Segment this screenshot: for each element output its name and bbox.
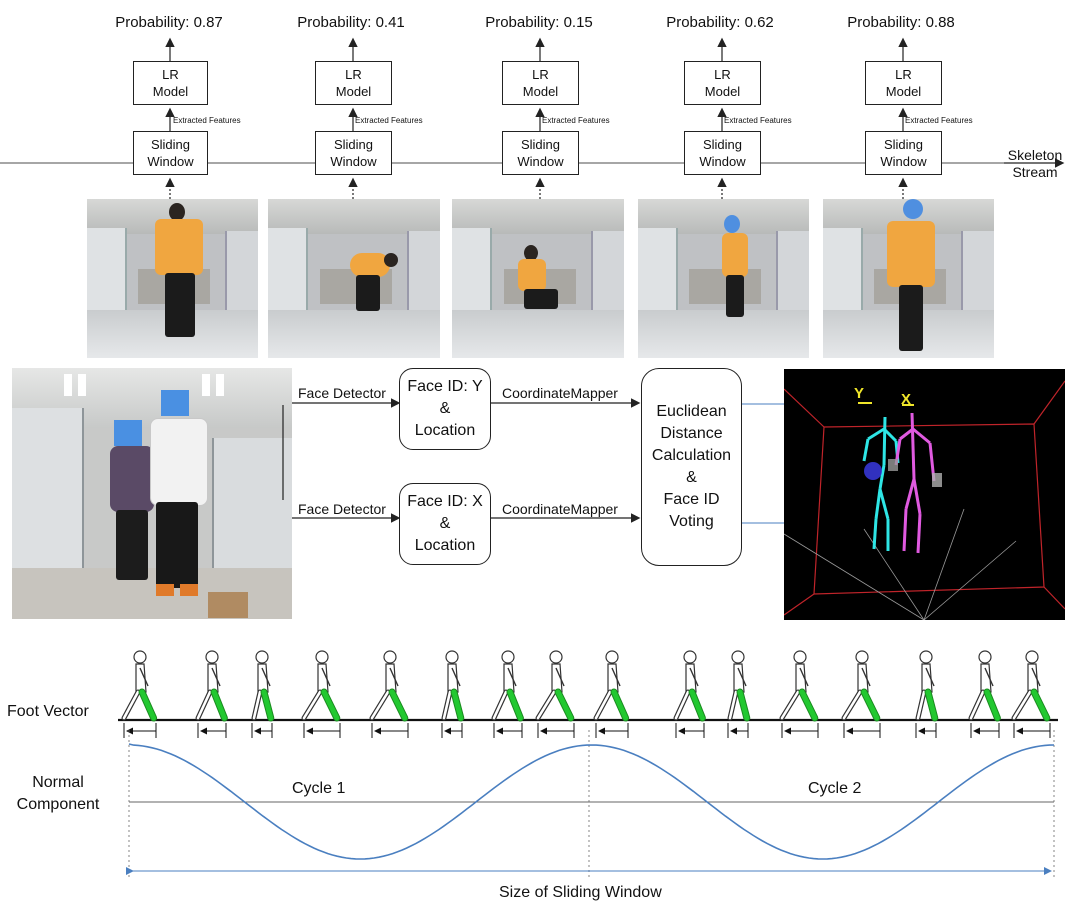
face-id-x-box: Face ID: X&Location <box>399 483 491 565</box>
skeleton-y <box>862 416 900 551</box>
walker-figure <box>593 650 630 722</box>
walker-figure <box>369 650 409 722</box>
extracted-features-label-1: Extracted Features <box>173 116 241 125</box>
walker-figure <box>251 650 275 722</box>
probability-label-4: Probability: 0.62 <box>666 14 774 31</box>
office-photo-3 <box>452 199 624 358</box>
extracted-features-label-2: Extracted Features <box>355 116 423 125</box>
window-size-label: Size of Sliding Window <box>499 884 662 901</box>
walker-figure <box>195 650 228 722</box>
walker-figure <box>441 650 465 722</box>
walker-figure <box>779 650 819 722</box>
normal-component-label: Normal Component <box>16 774 100 813</box>
walker-figure <box>121 650 158 722</box>
probability-label-2: Probability: 0.41 <box>297 14 405 31</box>
walker-figure <box>673 650 706 722</box>
euclidean-voting-box: Euclidean Distance Calculation & Face ID… <box>641 368 742 566</box>
face-id-y-box: Face ID: Y&Location <box>399 368 491 450</box>
skeleton-label-y: Y <box>854 385 865 402</box>
coordinate-mapper-label-top: CoordinateMapper <box>502 385 618 401</box>
skeleton-stream-label: Skeleton Stream <box>1007 147 1063 180</box>
face-blur-right <box>161 390 189 416</box>
walker-figure <box>841 650 881 722</box>
walker-figure <box>727 650 751 722</box>
extracted-features-label-5: Extracted Features <box>905 116 973 125</box>
skeleton-label-x: X <box>901 391 912 408</box>
office-photo-5 <box>823 199 994 358</box>
normal-component-curve <box>128 743 1055 860</box>
extracted-features-label-4: Extracted Features <box>724 116 792 125</box>
walker-figure <box>535 650 575 722</box>
two-person-photo <box>12 368 292 619</box>
skeleton-render <box>784 380 1065 620</box>
walker-figure <box>1011 650 1051 722</box>
skeleton-x <box>894 412 936 554</box>
skeleton-view: Y X <box>784 369 1065 620</box>
walker-figure <box>968 650 1001 722</box>
probability-label-5: Probability: 0.88 <box>847 14 955 31</box>
face-detector-label-top: Face Detector <box>298 385 386 401</box>
walker-figures <box>121 650 1051 722</box>
cycle-1-label: Cycle 1 <box>292 780 346 797</box>
foot-vector-arrows <box>123 723 1051 738</box>
foot-vector-label: Foot Vector <box>7 703 89 720</box>
probability-label-3: Probability: 0.15 <box>485 14 593 31</box>
walker-figure <box>491 650 524 722</box>
office-photo-2 <box>268 199 440 358</box>
office-photo-1 <box>87 199 258 358</box>
extracted-features-label-3: Extracted Features <box>542 116 610 125</box>
probability-label-1: Probability: 0.87 <box>115 14 223 31</box>
face-detector-label-bottom: Face Detector <box>298 501 386 517</box>
room-wireframe <box>784 380 1065 616</box>
cycle-2-label: Cycle 2 <box>808 780 862 797</box>
walker-figure <box>301 650 341 722</box>
coordinate-mapper-label-bottom: CoordinateMapper <box>502 501 618 517</box>
face-blur-left <box>114 420 142 446</box>
walker-figure <box>915 650 939 722</box>
office-photo-4 <box>638 199 809 358</box>
gait-diagram <box>118 650 1058 880</box>
